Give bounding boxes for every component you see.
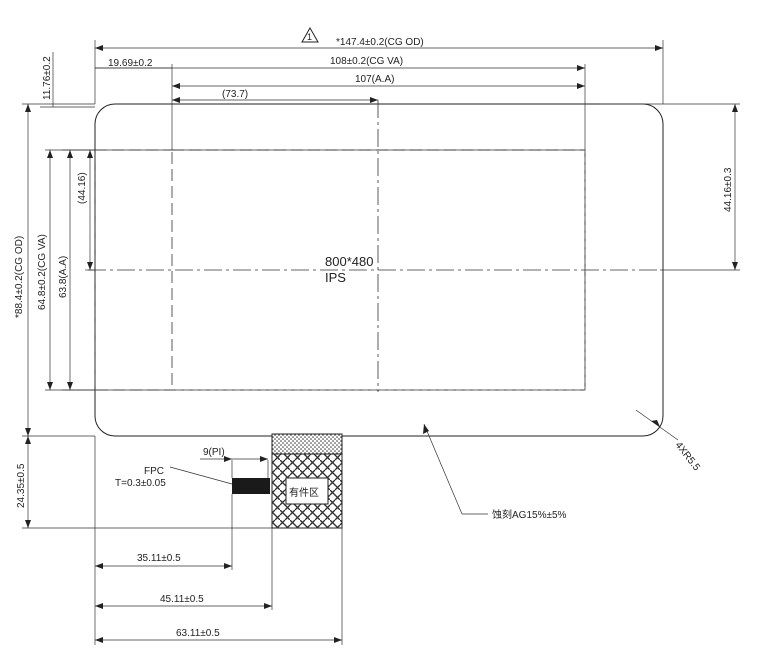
dim-aa-width: 107(A.A) <box>355 74 394 85</box>
dim-half-height-right: 44.16±0.3 <box>723 167 734 212</box>
dim-cg-od-width: *147.4±0.2(CG OD) <box>336 37 424 48</box>
dim-top-offset: 11.76±0.2 <box>42 56 53 100</box>
dim-fpc-offset-3: 63.11±0.5 <box>176 628 220 639</box>
cg-va-outline <box>94 149 586 391</box>
revision-triangle-number: 1 <box>307 32 312 42</box>
etching-label: 蚀刻AG15%±5% <box>492 508 567 521</box>
dim-fpc-offset-2: 45.11±0.5 <box>160 594 204 605</box>
dim-pi-width: 9(PI) <box>203 447 225 458</box>
dim-half-height-inner: (44.16) <box>77 172 88 204</box>
fpc-stiffener-dotted <box>271 433 343 455</box>
dim-center-offset: (73.7) <box>222 89 248 100</box>
dim-fpc-offset-1: 35.11±0.5 <box>137 553 181 564</box>
component-area-label: 有件区 <box>289 486 319 499</box>
dim-cg-va-width: 108±0.2(CG VA) <box>330 56 403 67</box>
fpc-label: FPC <box>144 466 164 477</box>
component-area-box <box>285 477 329 505</box>
dim-cg-od-height: *88.4±0.2(CG OD) <box>14 236 25 318</box>
dim-left-offset: 19.69±0.2 <box>108 58 153 69</box>
panel-type-label: IPS <box>325 270 346 285</box>
revision-triangle-icon <box>301 26 319 43</box>
dim-fpc-height: 24.35±0.5 <box>16 463 27 508</box>
resolution-label: 800*480 <box>325 254 373 269</box>
fpc-connector-block <box>232 478 270 494</box>
dim-cg-va-height: 64.8±0.2(CG VA) <box>37 234 48 310</box>
dim-corner-radius: 4XR5.5 <box>673 440 702 473</box>
dim-aa-height: 63.8(A.A) <box>58 256 69 298</box>
fpc-thickness-label: T=0.3±0.05 <box>115 478 166 489</box>
